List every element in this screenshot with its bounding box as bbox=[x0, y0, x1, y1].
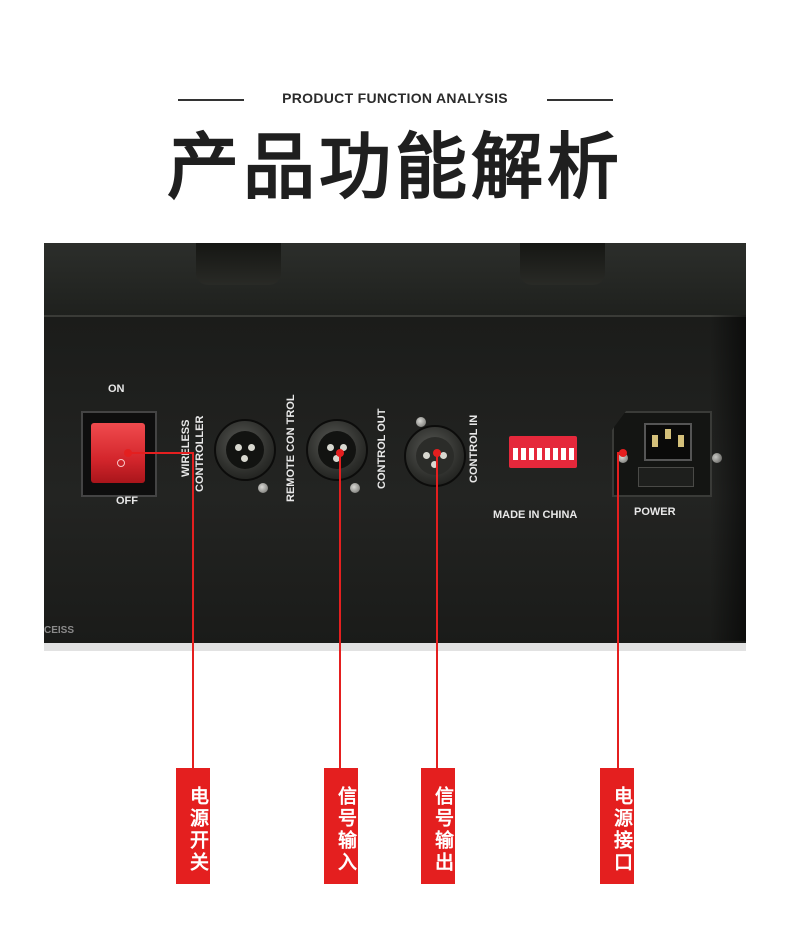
wireless-label-line1: WIRELESS bbox=[180, 419, 192, 477]
callout-power-port: 电源接口 bbox=[600, 768, 634, 884]
pin bbox=[440, 452, 447, 459]
callout-line-input bbox=[339, 452, 341, 768]
control-out-label: CONTROL OUT bbox=[376, 408, 388, 489]
handle-right bbox=[520, 243, 605, 285]
callout-label: 信号输入 bbox=[335, 786, 357, 874]
prong bbox=[652, 435, 658, 447]
wireless-connector bbox=[214, 419, 276, 481]
callout-label: 电源接口 bbox=[611, 786, 633, 874]
made-in-china-label: MADE IN CHINA bbox=[493, 509, 578, 521]
callout-power-switch: 电源开关 bbox=[176, 768, 210, 884]
signal-output-connector-face bbox=[416, 437, 454, 475]
pin bbox=[333, 455, 340, 462]
dip-key bbox=[513, 448, 518, 460]
pin bbox=[423, 452, 430, 459]
callout-line-switch bbox=[192, 452, 194, 768]
product-photo: ON OFF WIRELESS CONTROLLER REMOTE CON TR… bbox=[44, 243, 746, 651]
prong bbox=[665, 429, 671, 439]
machine-top bbox=[44, 243, 746, 318]
screw bbox=[416, 417, 426, 427]
callout-label: 信号输出 bbox=[432, 786, 454, 874]
screw bbox=[350, 483, 360, 493]
remote-control-label: REMOTE CON TROL bbox=[285, 394, 297, 502]
wireless-label-line2: CONTROLLER bbox=[194, 415, 206, 492]
callout-line-power bbox=[617, 452, 619, 768]
control-in-label: CONTROL IN bbox=[468, 414, 480, 483]
dip-key bbox=[529, 448, 534, 460]
dip-key bbox=[545, 448, 550, 460]
subtitle-row: PRODUCT FUNCTION ANALYSIS bbox=[0, 88, 790, 112]
dip-key bbox=[521, 448, 526, 460]
pin bbox=[248, 444, 255, 451]
callout-signal-input: 信号输入 bbox=[324, 768, 358, 884]
switch-off-mark bbox=[117, 459, 125, 467]
power-socket-inlet bbox=[644, 423, 692, 461]
subtitle-divider-left bbox=[178, 99, 244, 101]
screw bbox=[258, 483, 268, 493]
prong bbox=[678, 435, 684, 447]
fuse-drawer bbox=[638, 467, 694, 487]
page-subtitle: PRODUCT FUNCTION ANALYSIS bbox=[282, 90, 508, 106]
switch-on-label: ON bbox=[108, 383, 125, 395]
wireless-connector-face bbox=[226, 431, 264, 469]
power-label: POWER bbox=[634, 506, 676, 518]
panel-shadow bbox=[710, 315, 746, 641]
callout-label: 电源开关 bbox=[187, 786, 209, 874]
pin bbox=[340, 444, 347, 451]
subtitle-divider-right bbox=[547, 99, 613, 101]
screw bbox=[618, 453, 628, 463]
page-title: 产品功能解析 bbox=[166, 125, 623, 209]
power-socket bbox=[612, 411, 712, 497]
signal-output-connector bbox=[404, 425, 466, 487]
pin bbox=[241, 455, 248, 462]
pin bbox=[327, 444, 334, 451]
rear-panel: ON OFF WIRELESS CONTROLLER REMOTE CON TR… bbox=[44, 315, 746, 643]
callout-hline-power bbox=[617, 452, 625, 454]
dip-key bbox=[569, 448, 574, 460]
dip-key bbox=[561, 448, 566, 460]
pin bbox=[431, 461, 438, 468]
callout-line-output bbox=[436, 452, 438, 768]
callout-hline-switch bbox=[128, 452, 193, 454]
callout-signal-output: 信号输出 bbox=[421, 768, 455, 884]
switch-off-label: OFF bbox=[116, 495, 138, 507]
watermark-text: CEISS bbox=[44, 625, 75, 636]
dip-key bbox=[537, 448, 542, 460]
power-switch bbox=[81, 411, 157, 497]
dip-key bbox=[553, 448, 558, 460]
handle-left bbox=[196, 243, 281, 285]
pin bbox=[235, 444, 242, 451]
dip-switch bbox=[509, 436, 577, 468]
